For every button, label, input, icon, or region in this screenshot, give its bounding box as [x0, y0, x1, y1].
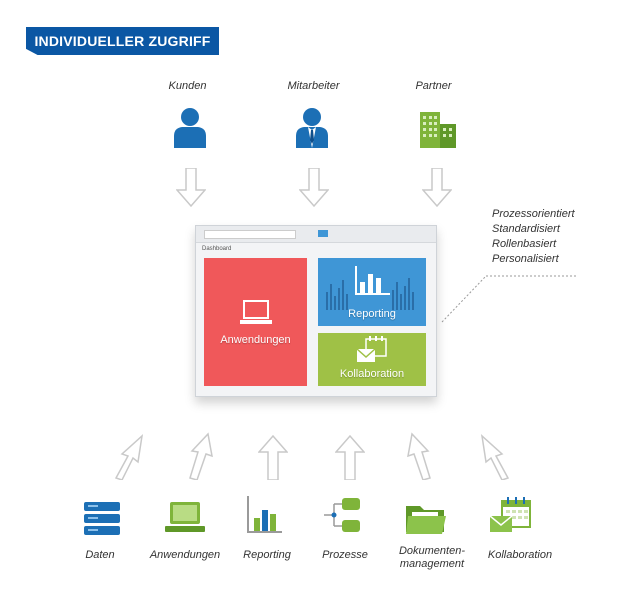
customer-icon [174, 108, 206, 148]
tile-applications-label: Anwendungen [220, 334, 291, 346]
source-label-line: management [399, 558, 465, 570]
connector-line [441, 275, 578, 323]
down-arrow-icon [299, 168, 329, 208]
tile-applications[interactable]: Anwendungen [204, 258, 307, 386]
feature-item: Rollenbasiert [492, 238, 557, 250]
source-label-applications: Anwendungen [149, 549, 221, 561]
down-arrow-icon [176, 168, 206, 208]
laptop-icon [239, 300, 272, 324]
role-label-customers: Kunden [168, 80, 207, 92]
feature-item: Personalisiert [492, 253, 559, 265]
source-label-document-management: Dokumenten- management [390, 545, 474, 571]
up-arrow-icon [335, 434, 365, 480]
laptop-icon [165, 502, 205, 532]
tile-reporting[interactable]: Reporting [318, 258, 426, 326]
up-arrow-icon [114, 434, 144, 480]
up-arrow-icon [189, 432, 213, 480]
banner-title: INDIVIDUELLER ZUGRIFF [34, 33, 211, 49]
tile-collaboration-label: Kollaboration [339, 368, 405, 380]
process-flow-icon [324, 498, 360, 532]
source-label-reporting: Reporting [243, 549, 291, 561]
role-label-employees: Mitarbeiter [287, 80, 340, 92]
bar-chart-icon [355, 266, 390, 295]
feature-item: Prozessorientiert [492, 208, 575, 220]
up-arrow-icon [480, 434, 510, 480]
partner-building-icon [420, 112, 456, 148]
role-label-partner: Partner [415, 80, 452, 92]
folder-icon [406, 506, 446, 534]
calendar-mail-icon [489, 497, 531, 532]
section-banner: INDIVIDUELLER ZUGRIFF [26, 27, 219, 55]
feature-item: Standardisiert [492, 223, 560, 235]
bar-chart-icon [247, 496, 282, 533]
tile-reporting-label: Reporting [348, 308, 396, 320]
calendar-mail-icon [356, 336, 387, 362]
reporting-bars [326, 278, 414, 310]
source-label-data: Daten [85, 549, 115, 561]
up-arrow-icon [407, 432, 431, 480]
browser-toolbar [196, 226, 436, 243]
down-arrow-icon [422, 168, 452, 208]
source-label-processes: Prozesse [322, 549, 368, 561]
employee-icon [296, 108, 328, 148]
database-icon [84, 502, 120, 535]
tile-collaboration[interactable]: Kollaboration [318, 333, 426, 386]
feature-list: Prozessorientiert Standardisiert Rollenb… [492, 207, 575, 267]
dashboard-screen: Dashboard Anwendungen Reporting [195, 225, 437, 397]
source-label-collaboration: Kollaboration [487, 549, 553, 561]
dashboard-title: Dashboard [202, 246, 232, 252]
source-label-line: Dokumenten- [398, 545, 466, 557]
up-arrow-icon [258, 434, 288, 480]
